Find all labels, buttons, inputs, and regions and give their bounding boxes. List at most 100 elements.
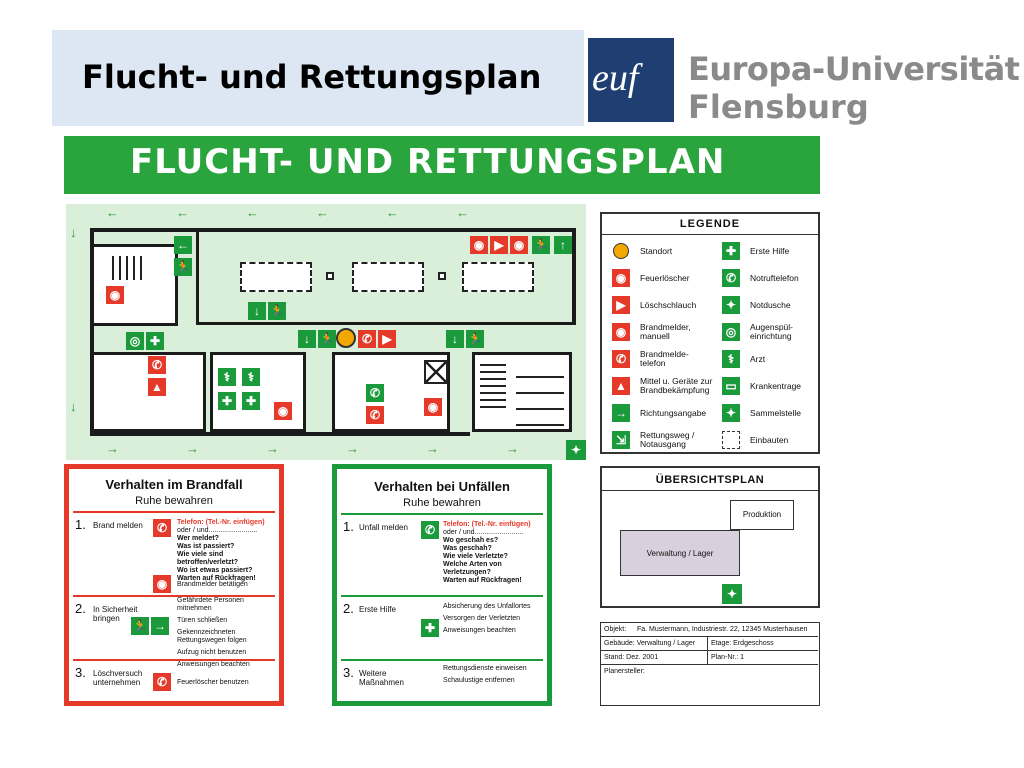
text-line: Welche Arten von Verletzungen? [443, 561, 502, 577]
accident-step2-label: Erste Hilfe [359, 605, 396, 614]
accident-divider-2 [341, 595, 543, 597]
fire-step2-num: 2. [75, 601, 86, 616]
route-arrow: → [186, 441, 199, 456]
legend-row: →Richtungsangabe [612, 402, 706, 424]
assembly-point-icon: ✦ [722, 404, 740, 422]
text-line: Wie viele Verletzte? [443, 553, 508, 561]
legend-label: Brandmelder, manuell [640, 322, 691, 341]
doctor-icon-plan: ⚕ [218, 368, 236, 386]
escape-route-icon: 🏃 [131, 617, 149, 635]
text-line: Warten auf Rückfragen! [177, 575, 256, 583]
accident-behavior-panel: Verhalten bei Unfällen Ruhe bewahren 1. … [332, 464, 552, 706]
route-arrow: → [106, 441, 119, 456]
emergency-phone-icon: ✆ [722, 269, 740, 287]
fire-panel-title: Verhalten im Brandfall [105, 477, 243, 492]
legend-panel: LEGENDE Standort◉Feuerlöscher▶Löschschla… [600, 212, 820, 454]
fire-hose-icon-plan-2: ▶ [490, 236, 508, 254]
overview-panel: ÜBERSICHTSPLAN Produktion Verwaltung / L… [600, 466, 820, 608]
fire-step3-text: Feuerlöscher benutzen [177, 679, 249, 686]
doctor-icon: ⚕ [722, 350, 740, 368]
fire-extinguisher-icon-2: ✆ [358, 330, 376, 348]
fire-alarm-icon-plan-2: ◉ [424, 398, 442, 416]
legend-label: Mittel u. Geräte zur Brandbekämpfung [640, 376, 713, 395]
text-line: Gekennzeichneten Rettungswegen folgen [177, 629, 247, 645]
legend-row: ◎Augenspül- einrichtung [722, 321, 793, 343]
eye-wash-icon-plan: ◎ [126, 332, 144, 350]
exit-sign-4: 🏃 [268, 302, 286, 320]
route-arrow: ↓ [70, 399, 77, 414]
text-line: Was ist passiert? [177, 543, 235, 551]
route-arrow: ↓ [70, 225, 77, 240]
stairs [480, 364, 506, 408]
slide-title-box: Flucht- und Rettungsplan [52, 30, 584, 126]
legend-row: ✆ Notruftelefon [722, 267, 799, 289]
legend-label: Notruftelefon [750, 272, 799, 283]
fire-alarm-icon-plan: ◉ [274, 402, 292, 420]
text-line: Wer meldet? [177, 535, 219, 543]
fire-panel-subtitle: Ruhe bewahren [135, 495, 213, 507]
escape-route-icon: ⇲ [612, 431, 630, 449]
legend-label: Sammelstelle [750, 407, 802, 418]
legend-label: Notdusche [750, 299, 791, 310]
standort-icon-plan [336, 328, 356, 348]
fire-step1-alarm: Brandmelder betätigen [177, 581, 248, 588]
assembly-point-icon-plan: ✦ [566, 440, 586, 460]
overview-warehouse: Verwaltung / Lager [620, 530, 740, 576]
accident-panel-title: Verhalten bei Unfällen [374, 479, 510, 494]
fire-step1-lines: oder / und.........................Wer m… [177, 527, 277, 583]
info-row-gebaeude: Gebäude: Verwaltung / Lager Etage: Erdge… [601, 637, 818, 651]
eye-wash-icon: ◎ [722, 323, 740, 341]
legend-row: ⇲ Rettungsweg / Notausgang [612, 429, 694, 451]
emergency-shower-icon: ✦ [722, 296, 740, 314]
fire-extinguisher-icon-3: ◉ [470, 236, 488, 254]
accident-panel-subtitle: Ruhe bewahren [403, 497, 481, 509]
fire-divider-3 [73, 659, 275, 661]
direction-arrow-icon: → [151, 617, 169, 635]
emergency-phone-icon: ✆ [421, 521, 439, 539]
fire-step1-phone: Telefon: (Tel.-Nr. einfügen) [177, 519, 265, 526]
overview-divider [602, 490, 818, 491]
legend-row: ▶Löschschlauch [612, 294, 696, 316]
accident-step1-label: Unfall melden [359, 523, 408, 532]
route-arrow: ← [246, 205, 259, 220]
fire-step3-label: Löschversuch unternehmen [93, 669, 143, 688]
fire-behavior-panel: Verhalten im Brandfall Ruhe bewahren 1. … [64, 464, 284, 706]
doctor-icon-plan-2: ⚕ [242, 368, 260, 386]
info-gebaeude: Gebäude: Verwaltung / Lager [604, 640, 696, 647]
legend-title: LEGENDE [679, 218, 741, 230]
info-row-stand: Stand: Dez. 2001 Plan-Nr.: 1 [601, 651, 818, 665]
text-line: Anweisungen beachten [177, 661, 250, 669]
table-3 [462, 262, 534, 292]
direction-arrow-icon: → [612, 404, 630, 422]
info-col-divider [707, 651, 708, 665]
overview-production: Produktion [730, 500, 794, 530]
stretcher-icon: ▭ [722, 377, 740, 395]
accident-step3-label: Weitere Maßnahmen [359, 669, 404, 688]
accident-step1-phone: Telefon: (Tel.-Nr. einfügen) [443, 521, 531, 528]
info-objekt-label: Objekt: [604, 626, 627, 633]
fire-equipment-icon-plan: ▲ [148, 378, 166, 396]
overview-production-label: Produktion [742, 510, 782, 519]
legend-row: ✦ Sammelstelle [722, 402, 801, 424]
slide-title: Flucht- und Rettungsplan [82, 58, 542, 96]
legend-label: Rettungsweg / Notausgang [640, 430, 695, 449]
first-aid-icon: ✚ [722, 242, 740, 260]
legend-label: Löschschlauch [640, 299, 697, 310]
text-line: Gefährdete Personen mitnehmen [177, 597, 244, 613]
legend-label: Arzt [750, 353, 766, 364]
fire-step2-label: In Sicherheit bringen [93, 605, 138, 624]
legend-row: ◉Feuerlöscher [612, 267, 690, 289]
exit-sign-2: 🏃 [174, 258, 192, 276]
outer-wall-bottom [90, 432, 470, 436]
text-line: oder / und......................... [443, 529, 524, 536]
exit-sign-8: 🏃 [466, 330, 484, 348]
info-plan-nr: Plan-Nr.: 1 [711, 654, 745, 661]
text-line: Wo ist etwas passiert? [177, 567, 253, 575]
exit-sign-3: ↓ [248, 302, 266, 320]
first-aid-icon-plan: ✚ [218, 392, 236, 410]
fire-extinguisher-icon: ◉ [612, 269, 630, 287]
text-line: Aufzug nicht benutzen [177, 649, 247, 657]
outer-wall-left [90, 228, 94, 434]
text-line: Anweisungen beachten [443, 627, 516, 635]
